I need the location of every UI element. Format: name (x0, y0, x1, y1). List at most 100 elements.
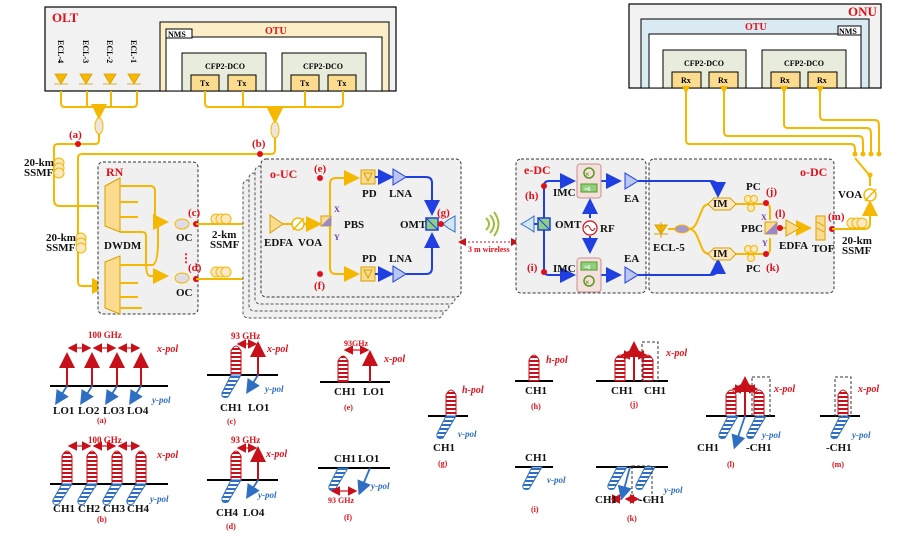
rx-port: Rx (817, 76, 827, 85)
probe-point-g (438, 221, 444, 227)
probe-point-l (777, 225, 783, 231)
vpol-label: v-pol (547, 475, 566, 485)
tof-filter-icon (815, 215, 826, 241)
signal-y-peak (830, 415, 851, 439)
probe-point-j (763, 200, 769, 206)
rn-block: RN DWDM OC OC ⋮ (97, 161, 199, 315)
rx-port: Rx (718, 76, 728, 85)
channel-label: LO1 (248, 402, 269, 414)
svg-text:CFP2-DCO: CFP2-DCO (684, 59, 724, 68)
onu-otu-label: OTU (745, 22, 767, 33)
ypol-label: y-pol (264, 384, 284, 394)
probe-label-c: (c) (188, 207, 201, 219)
svg-text:×6: ×6 (584, 187, 590, 193)
signal-y-peak (221, 374, 242, 398)
rx-port: Rx (780, 76, 790, 85)
hpol-label: h-pol (546, 355, 568, 366)
laser-diode-icon (79, 73, 93, 85)
signal-x-peak (837, 389, 849, 417)
fiber-type-label: SSMF (46, 242, 76, 254)
olt-title: OLT (52, 10, 79, 25)
channel-label: CH3 (103, 503, 126, 515)
highlight-box (834, 376, 852, 417)
probe-point-k (763, 251, 769, 257)
inset-caption: (k) (627, 514, 637, 523)
fiber-length-label: 20-km (842, 235, 872, 247)
spacing-label: 100 GHz (88, 330, 122, 340)
channel-label: LO4 (243, 507, 265, 519)
imc-label: IMC (553, 263, 576, 275)
inset-caption: (f) (344, 513, 352, 522)
lo-y-arrow (246, 374, 260, 395)
channel-label: CH1 (595, 494, 617, 506)
odc-title: o-DC (800, 165, 827, 179)
olt-cfp2-module-1: CFP2-DCO Tx Tx (181, 52, 267, 92)
tx-port: Tx (200, 79, 209, 88)
channel-label: CH1 (433, 442, 455, 454)
vpol-label: v-pol (458, 429, 477, 439)
im-label: IM (713, 198, 728, 210)
svg-text:×6: ×6 (584, 265, 590, 271)
xpol-label: x-pol (383, 354, 405, 365)
inset-caption: (c) (227, 417, 236, 426)
highlight-box (631, 465, 653, 501)
dwdm-demux-icon (104, 177, 121, 233)
lo-y-arrow (731, 415, 746, 450)
lo-y-arrow (80, 385, 94, 406)
lo-y-arrow (617, 466, 632, 501)
ypol-label: y-pol (370, 481, 390, 491)
rx-port: Rx (681, 76, 691, 85)
signal-x-peak (230, 450, 242, 481)
xpol-label: x-pol (156, 344, 178, 355)
ypol-label: y-pol (149, 494, 169, 504)
tx-port: Tx (237, 79, 246, 88)
onu-cfp2-module-2: CFP2-DCO Rx Rx (761, 49, 847, 89)
svg-text:Y: Y (762, 239, 768, 248)
ypol-label: y-pol (761, 430, 781, 440)
im-label: IM (713, 248, 728, 260)
signal-y-peak (607, 466, 628, 490)
probe-label-b: (b) (252, 138, 266, 150)
channel-label: CH1 (334, 386, 356, 398)
signal-y-peak (221, 479, 242, 503)
svg-text:×: × (585, 278, 590, 287)
onu-title: ONU (848, 4, 878, 19)
laser-diode-icons (54, 73, 141, 85)
lna-label: LNA (389, 253, 412, 265)
inset-caption: (b) (97, 515, 107, 524)
optical-coupler-icon (174, 272, 190, 284)
signal-y-peak (718, 415, 739, 439)
channel-label: CH1 (644, 385, 666, 397)
fiber-length-label: 20-km (24, 157, 54, 169)
coupler-icon (94, 117, 104, 135)
signal-x-peak (528, 354, 540, 382)
laser-label: ECL-2 (105, 40, 114, 63)
signal-y-peak (328, 467, 349, 491)
probe-point-f (317, 271, 323, 277)
signal-y-peak (52, 483, 73, 505)
channel-label: CH1 (525, 452, 547, 464)
signal-x-peak (135, 450, 147, 485)
xpol-label: x-pol (156, 450, 178, 461)
highlight-box (751, 376, 771, 417)
probe-label-j: (j) (766, 186, 777, 198)
probe-label-i: (i) (527, 262, 538, 274)
fiber-spool-icons (53, 157, 868, 278)
lo-y-arrow (246, 479, 260, 500)
intensity-modulator-icon (707, 197, 737, 211)
fiber-type-label: SSMF (210, 239, 240, 251)
onu-block: ONU OTU NMS CFP2-DCO Rx Rx CFP2-DCO Rx R… (628, 3, 882, 89)
probe-label-f: (f) (314, 280, 325, 292)
pbc-label: PBC (741, 223, 763, 235)
fiber-type-label: SSMF (24, 167, 54, 179)
rn-title: RN (106, 165, 124, 179)
probe-label-m: (m) (828, 211, 845, 223)
laser-diode-icon (103, 73, 117, 85)
ea-amplifier-icon (624, 266, 639, 284)
ypol-label: y-pol (151, 395, 171, 405)
svg-text:X: X (334, 205, 340, 214)
inset-caption: (l) (727, 460, 735, 469)
xpol-label: x-pol (857, 384, 879, 395)
tx-port: Tx (337, 79, 346, 88)
